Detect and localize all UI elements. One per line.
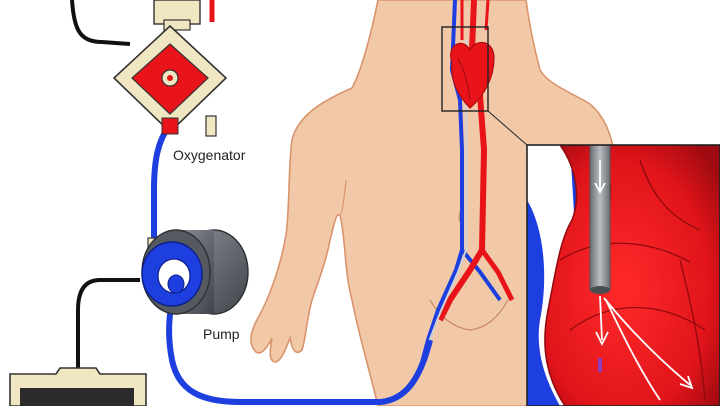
oxygenator-icon [112, 0, 228, 137]
zoom-line [487, 110, 528, 146]
arm-line [339, 179, 347, 216]
oxygenator-label: Oxygenator [173, 147, 246, 163]
neck-artery-2 [484, 0, 490, 31]
monitor-icon [9, 367, 147, 406]
pump-label: Pump [203, 326, 240, 342]
heart-inset [526, 144, 720, 406]
marker [598, 358, 602, 372]
drainage-line [166, 282, 433, 405]
heart-icon [450, 41, 495, 109]
pump-icon [141, 229, 249, 315]
flow-arrows [594, 160, 694, 401]
heart-zoom-box [441, 26, 489, 112]
body-catheter [425, 40, 467, 351]
gas-line [70, 0, 131, 46]
monitor-cable [76, 278, 140, 372]
aorta-right [479, 248, 515, 302]
vena-cava-right [460, 248, 502, 302]
